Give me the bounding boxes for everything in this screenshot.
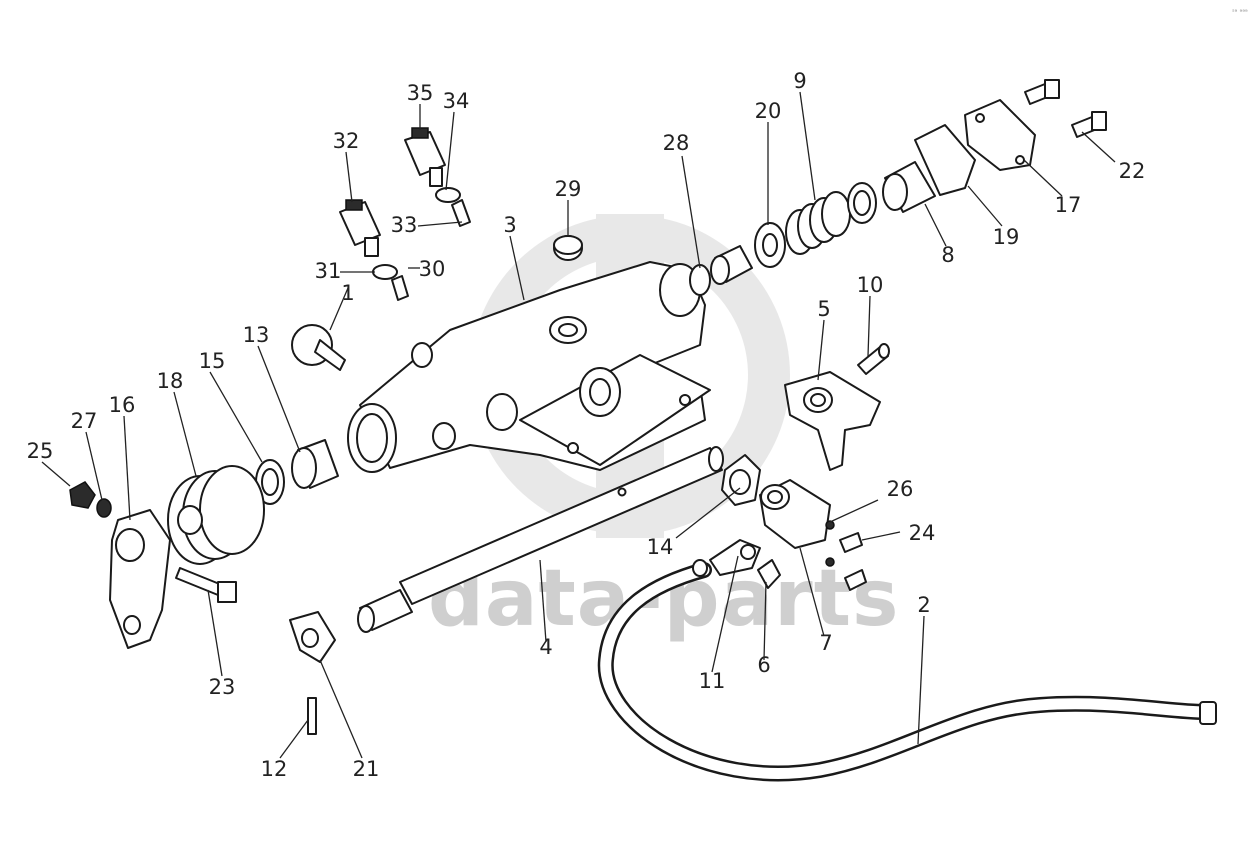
washer-31-part [372, 264, 398, 280]
callout-26: 26 [887, 477, 914, 501]
steering-housing-part [347, 261, 711, 473]
seal-15-part [255, 459, 285, 505]
plug-1-part [291, 324, 346, 371]
callout-19: 19 [993, 225, 1020, 249]
corner-mark: ˢᵃ ᵃᵃᵃ [1232, 8, 1248, 16]
ring-29-part [553, 235, 583, 261]
pin-12-part [307, 697, 317, 735]
washer-27-part [96, 498, 112, 518]
callout-15: 15 [199, 349, 226, 373]
callout-24: 24 [909, 521, 936, 545]
hose-part [597, 562, 1217, 782]
leader-lines [41, 91, 1116, 759]
ring-28-part [689, 264, 711, 296]
callout-7: 7 [819, 631, 832, 655]
pin-33-part [451, 199, 471, 227]
pulley-18-part [167, 465, 265, 565]
bushing-13-part [291, 439, 339, 489]
callout-6: 6 [757, 653, 770, 677]
callout-13: 13 [243, 323, 270, 347]
bracket-part [784, 371, 881, 471]
callout-16: 16 [109, 393, 136, 417]
gasket-part [721, 454, 761, 506]
valve-block-part [759, 479, 831, 549]
callout-8: 8 [941, 243, 954, 267]
callout-18: 18 [157, 369, 184, 393]
bolts-24-part [825, 520, 867, 591]
callout-3: 3 [503, 213, 516, 237]
bearing-20-part [754, 222, 786, 268]
sensor-35-part [404, 127, 446, 187]
watermark-text: data-parts [428, 554, 899, 644]
nut-25-part [69, 481, 96, 509]
pin-10-part [857, 343, 890, 375]
spring-9-part [785, 191, 851, 255]
fitting-11-part [692, 539, 761, 577]
sleeve-part [710, 245, 753, 285]
shaft-part [357, 446, 724, 633]
callout-29: 29 [555, 177, 582, 201]
callout-30: 30 [419, 257, 446, 281]
sensor-32-part [339, 199, 381, 257]
callout-11: 11 [699, 669, 726, 693]
pin-30-part [391, 275, 409, 301]
callout-10: 10 [857, 273, 884, 297]
callout-9: 9 [793, 69, 806, 93]
fitting-6-part [757, 559, 781, 589]
clamp-21-part [289, 611, 336, 663]
callout-32: 32 [333, 129, 360, 153]
callout-25: 25 [27, 439, 54, 463]
callout-28: 28 [663, 131, 690, 155]
callout-21: 21 [353, 757, 380, 781]
callout-27: 27 [71, 409, 98, 433]
callout-20: 20 [755, 99, 782, 123]
washer-34-part [435, 187, 461, 203]
callout-2: 2 [917, 593, 930, 617]
bolt-23-part [175, 567, 237, 603]
callout-33: 33 [391, 213, 418, 237]
callout-1: 1 [341, 281, 354, 305]
gasket-19-part [914, 124, 976, 196]
bushing-8-part [882, 161, 936, 213]
washer-part [847, 182, 877, 224]
callout-5: 5 [817, 297, 830, 321]
arm-16-part [109, 509, 171, 649]
callout-22: 22 [1119, 159, 1146, 183]
callout-23: 23 [209, 675, 236, 699]
callout-17: 17 [1055, 193, 1082, 217]
callout-31: 31 [315, 259, 342, 283]
bolts-22-part [1024, 79, 1107, 138]
callout-14: 14 [647, 535, 674, 559]
callout-4: 4 [539, 635, 552, 659]
callout-12: 12 [261, 757, 288, 781]
callout-35: 35 [407, 81, 434, 105]
callout-34: 34 [443, 89, 470, 113]
